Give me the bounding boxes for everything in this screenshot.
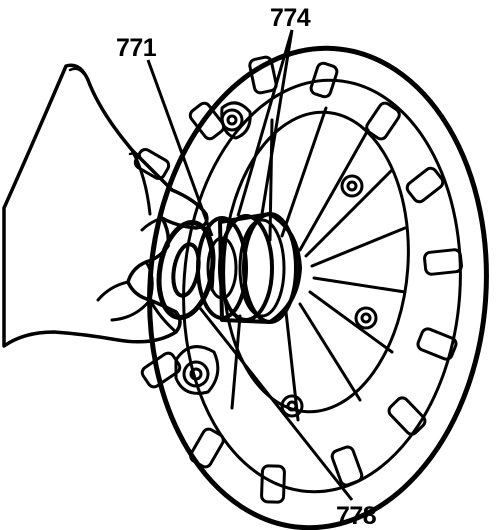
seal-assembly [196,212,302,324]
leader-line-774a [236,29,294,217]
hand [2,63,209,348]
pump-body [133,45,489,530]
leader-lines [146,29,354,501]
leader-line-771 [146,59,214,237]
callout-778: 778 [336,502,377,530]
callout-labels: 771 774 778 [116,4,377,530]
callout-771: 771 [116,34,157,62]
leader-line-774b [260,29,294,215]
callout-774: 774 [270,4,311,32]
leader-line-778 [198,307,354,501]
